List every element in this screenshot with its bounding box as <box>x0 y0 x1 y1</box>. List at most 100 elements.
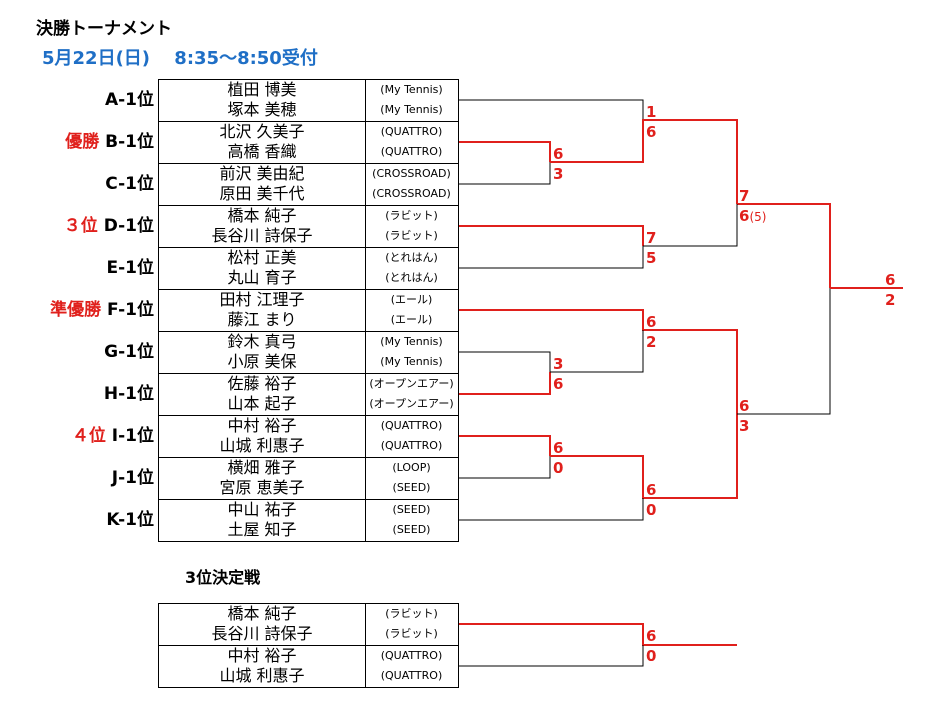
third-player-name: 橋本 純子 <box>227 604 297 623</box>
player-name: 中村 裕子 <box>227 416 297 435</box>
seed-label: E-1位 <box>106 258 155 278</box>
score-third-bot: 0 <box>646 647 657 665</box>
third-player-name: 山城 利惠子 <box>219 666 305 685</box>
score-f-gh-bot: 2 <box>646 333 656 351</box>
seed-label-4: E-1位 <box>0 257 155 279</box>
club-name: (エール) <box>390 313 433 326</box>
score-value: 1 <box>646 103 657 121</box>
seed-label-7: H-1位 <box>0 383 154 405</box>
player-name: 高橋 香織 <box>227 142 297 161</box>
bracket-line <box>459 456 551 479</box>
score-bc-top: 6 <box>553 145 563 163</box>
third-club-name: (ラビット) <box>385 627 438 640</box>
seed-label-6: G-1位 <box>0 341 154 363</box>
bracket-line <box>643 204 738 247</box>
player-name: 藤江 まり <box>227 310 297 329</box>
third-player-name: 長谷川 詩保子 <box>211 624 313 643</box>
seed-label-3: ３位 D-1位 <box>0 215 154 237</box>
score-value: 5 <box>646 249 657 267</box>
date-info: 5月22日(日) 8:35～8:50受付 <box>42 48 318 69</box>
club-name: (エール) <box>390 293 433 306</box>
club-name: (SEED) <box>392 503 431 516</box>
score-value: 6 <box>646 123 657 141</box>
score-third-top: 6 <box>646 627 657 645</box>
bracket-line <box>459 99 644 120</box>
club-name: (My Tennis) <box>380 83 443 96</box>
seed-label-10: K-1位 <box>0 509 154 531</box>
player-name: 田村 江理子 <box>219 290 305 309</box>
score-a-bc-top: 1 <box>646 103 656 121</box>
seed-label: J-1位 <box>111 468 154 488</box>
seed-label: D-1位 <box>103 216 154 236</box>
player-name: 山城 利惠子 <box>219 436 305 455</box>
score-final-bot: 2 <box>885 291 895 309</box>
score-final-top: 6 <box>885 271 895 289</box>
seed-label: F-1位 <box>107 300 154 320</box>
player-name: 原田 美千代 <box>219 184 305 203</box>
player-name: 横畑 雅子 <box>227 458 297 477</box>
player-name: 鈴木 真弓 <box>227 332 297 351</box>
club-name: (My Tennis) <box>380 355 443 368</box>
seed-label-5: 準優勝 F-1位 <box>0 299 154 321</box>
score-gh-top: 3 <box>553 355 563 373</box>
score-sf1-bot: 6(5) <box>739 207 766 226</box>
club-name: (とれはん) <box>385 251 438 264</box>
score-value: 3 <box>553 165 564 183</box>
seed-label-1: 優勝 B-1位 <box>0 131 154 153</box>
bracket-line-win <box>459 309 738 414</box>
club-name: (とれはん) <box>385 271 438 284</box>
page-title: 決勝トーナメント <box>36 19 172 39</box>
bracket-line <box>737 288 831 415</box>
score-value: 3 <box>553 355 564 373</box>
player-name: 前沢 美由紀 <box>219 164 305 183</box>
third-club-name: (QUATTRO) <box>380 649 443 662</box>
player-name: 山本 起子 <box>227 394 297 413</box>
club-name: (オープンエアー) <box>369 377 454 390</box>
club-name: (QUATTRO) <box>380 125 443 138</box>
club-name: (CROSSROAD) <box>372 167 451 180</box>
bracket-line-win <box>459 372 551 395</box>
bracket-line-win <box>550 414 738 499</box>
score-value: 6 <box>739 397 750 415</box>
player-name: 中山 祐子 <box>227 500 297 519</box>
player-name: 松村 正美 <box>227 248 297 267</box>
score-value: 6 <box>646 313 657 331</box>
bracket-line <box>459 498 644 521</box>
club-name: (ラビット) <box>385 229 438 242</box>
seed-label: G-1位 <box>104 342 154 362</box>
score-value: 6 <box>885 271 896 289</box>
score-a-bc-bot: 6 <box>646 123 656 141</box>
score-value: 6 <box>553 439 564 457</box>
award-label: ３位 <box>63 216 98 236</box>
score-value: 2 <box>885 291 896 309</box>
seed-label-2: C-1位 <box>0 173 154 195</box>
player-name: 植田 博美 <box>227 80 297 99</box>
score-value: 6 <box>646 481 657 499</box>
player-name: 丸山 育子 <box>227 268 297 287</box>
award-label: 準優勝 <box>50 300 102 320</box>
club-name: (SEED) <box>392 523 431 536</box>
score-sf1-top: 7 <box>739 187 749 205</box>
player-name: 北沢 久美子 <box>219 122 305 141</box>
seed-label: B-1位 <box>105 132 154 152</box>
score-value: 0 <box>553 459 564 477</box>
third-club-name: (QUATTRO) <box>380 669 443 682</box>
seed-label-9: J-1位 <box>0 467 154 489</box>
club-name: (QUATTRO) <box>380 145 443 158</box>
player-name: 土屋 知子 <box>227 520 297 539</box>
score-de-bot: 5 <box>646 249 656 267</box>
player-name: 小原 美保 <box>227 352 297 371</box>
score-value: 7 <box>646 229 657 247</box>
score-ij-k-top: 6 <box>646 481 656 499</box>
club-name: (オープンエアー) <box>369 397 454 410</box>
third-player-name: 中村 裕子 <box>227 646 297 665</box>
award-label: 優勝 <box>65 132 100 152</box>
bracket-line-win <box>459 623 737 646</box>
seed-label: A-1位 <box>104 90 154 110</box>
player-name: 長谷川 詩保子 <box>211 226 313 245</box>
bracket-line <box>550 330 644 373</box>
player-name: 橋本 純子 <box>227 206 297 225</box>
club-name: (My Tennis) <box>380 103 443 116</box>
score-bc-bot: 3 <box>553 165 563 183</box>
club-name: (CROSSROAD) <box>372 187 451 200</box>
